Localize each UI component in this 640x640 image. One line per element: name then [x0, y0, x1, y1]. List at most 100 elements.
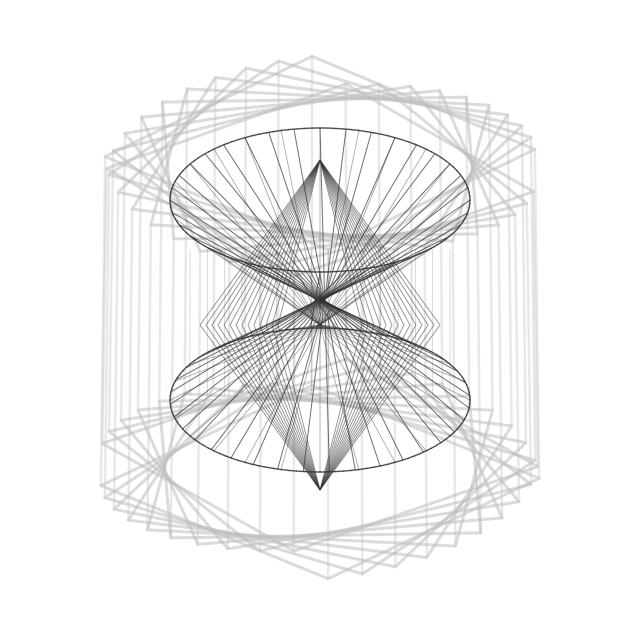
top-ellipse-segment [182, 228, 188, 234]
bottom-ellipse-segment [387, 461, 396, 465]
ghost-vertical-edge [103, 173, 111, 499]
fan-line-top [319, 148, 427, 326]
top-ellipse-segment [251, 133, 260, 137]
ghost-vertical-edge [243, 66, 248, 387]
ghost-square-top [107, 59, 533, 253]
top-ellipse-segment [202, 151, 210, 156]
bottom-ellipse-segment [258, 465, 267, 468]
bottom-ellipse-segment [189, 360, 195, 365]
bottom-ellipse-segment [435, 353, 443, 359]
ghost-square-top [149, 87, 491, 243]
top-ellipse-segment [445, 160, 451, 165]
ghost-vertical-edge [158, 100, 164, 403]
ghost-vertical-edge [532, 190, 539, 468]
top-ellipse-segment [440, 156, 447, 162]
ghost-vertical-edge [226, 260, 231, 551]
fan-line-bottom [319, 324, 466, 420]
fan-line-bottom [319, 324, 451, 365]
ghost-vertical-edge [107, 149, 115, 433]
bottom-ellipse-segment [459, 421, 464, 427]
top-ellipse-segment [407, 141, 416, 145]
top-ellipse-segment [174, 217, 179, 223]
bottom-ellipse-segment [445, 360, 451, 365]
ghost-vertical-edge [465, 95, 471, 398]
ghost-vertical-edge [533, 148, 541, 480]
fan-line-bottom [244, 324, 321, 463]
bottom-ellipse-segment [430, 351, 438, 356]
bottom-ellipse-segment [280, 468, 290, 472]
top-ellipse-segment [224, 141, 233, 145]
top-ellipse-segment [176, 173, 181, 179]
top-ellipse-segment [425, 148, 433, 153]
ghost-vertical-edge [292, 274, 296, 553]
fan-line-top [319, 235, 451, 326]
top-ellipse-segment [413, 143, 422, 148]
bottom-ellipse-segment [413, 452, 422, 457]
top-ellipse-segment [435, 241, 443, 247]
fan-line-bottom [174, 324, 321, 420]
top-ellipse-segment [452, 166, 458, 172]
ghost-square-top [123, 84, 517, 264]
fan-line-bottom [189, 324, 321, 437]
top-ellipse-segment [373, 132, 382, 135]
top-ellipse-segment [265, 130, 275, 134]
fan-line-bottom [319, 324, 451, 437]
fan-line-bottom [319, 324, 466, 382]
ghost-vertical-edge [513, 213, 521, 503]
fan-line-bottom [280, 324, 321, 470]
ghost-vertical-edge [451, 239, 457, 548]
bottom-ellipse-segment [265, 466, 275, 470]
fan-line-top [244, 137, 321, 326]
fan-line-bottom [280, 324, 321, 331]
bottom-ellipse-segment [231, 457, 240, 462]
top-ellipse-segment [174, 177, 179, 183]
bottom-ellipse-segment [237, 459, 246, 464]
top-ellipse-segment [280, 128, 290, 132]
top-ellipse-segment [394, 136, 403, 141]
top-ellipse-segment [452, 228, 458, 234]
hyperboloid-string [173, 187, 469, 418]
fan-line-top [213, 250, 321, 326]
top-ellipse-segment [258, 132, 267, 135]
bottom-ellipse-segment [213, 450, 221, 455]
ghost-vertical-edge [127, 207, 134, 522]
top-ellipse-segment [456, 170, 461, 175]
ghost-square-top [116, 66, 524, 252]
ghost-vertical-edge [438, 89, 444, 385]
ghost-vertical-edge [119, 132, 127, 422]
bottom-ellipse-segment [202, 351, 210, 356]
top-ellipse-segment [189, 160, 195, 165]
bottom-ellipse-segment [445, 435, 451, 440]
top-ellipse-segment [295, 127, 306, 130]
fan-line-top [319, 163, 451, 326]
fan-line-bottom [319, 324, 360, 331]
top-ellipse-segment [197, 153, 205, 159]
fan-line-bottom [319, 324, 471, 401]
top-ellipse-segment [272, 129, 282, 133]
top-ellipse-segment [342, 269, 352, 272]
top-ellipse-segment [461, 217, 466, 223]
ghost-vertical-edge [506, 113, 513, 428]
fan-line-bottom [174, 324, 321, 382]
bottom-ellipse-segment [440, 438, 447, 444]
bottom-ellipse-segment [174, 417, 179, 423]
ghost-vertical-edge [476, 232, 482, 535]
fan-line-top [319, 180, 466, 326]
bottom-ellipse-segment [425, 447, 433, 452]
fan-line-bottom [189, 324, 321, 365]
top-ellipse-segment [430, 151, 438, 156]
ghost-vertical-edge [497, 223, 504, 520]
fan-line-bottom [319, 324, 396, 339]
ghost-vertical-edge [529, 136, 537, 462]
fan-line-bottom [213, 324, 321, 350]
bottom-ellipse-segment [207, 348, 215, 353]
bottom-ellipse-segment [179, 370, 184, 375]
fan-line-bottom [319, 324, 427, 350]
bottom-ellipse-segment [449, 431, 455, 437]
top-ellipse-segment [244, 135, 253, 139]
top-ellipse-segment [387, 135, 396, 139]
fan-line-top [169, 199, 321, 326]
bottom-ellipse-segment [185, 363, 191, 369]
